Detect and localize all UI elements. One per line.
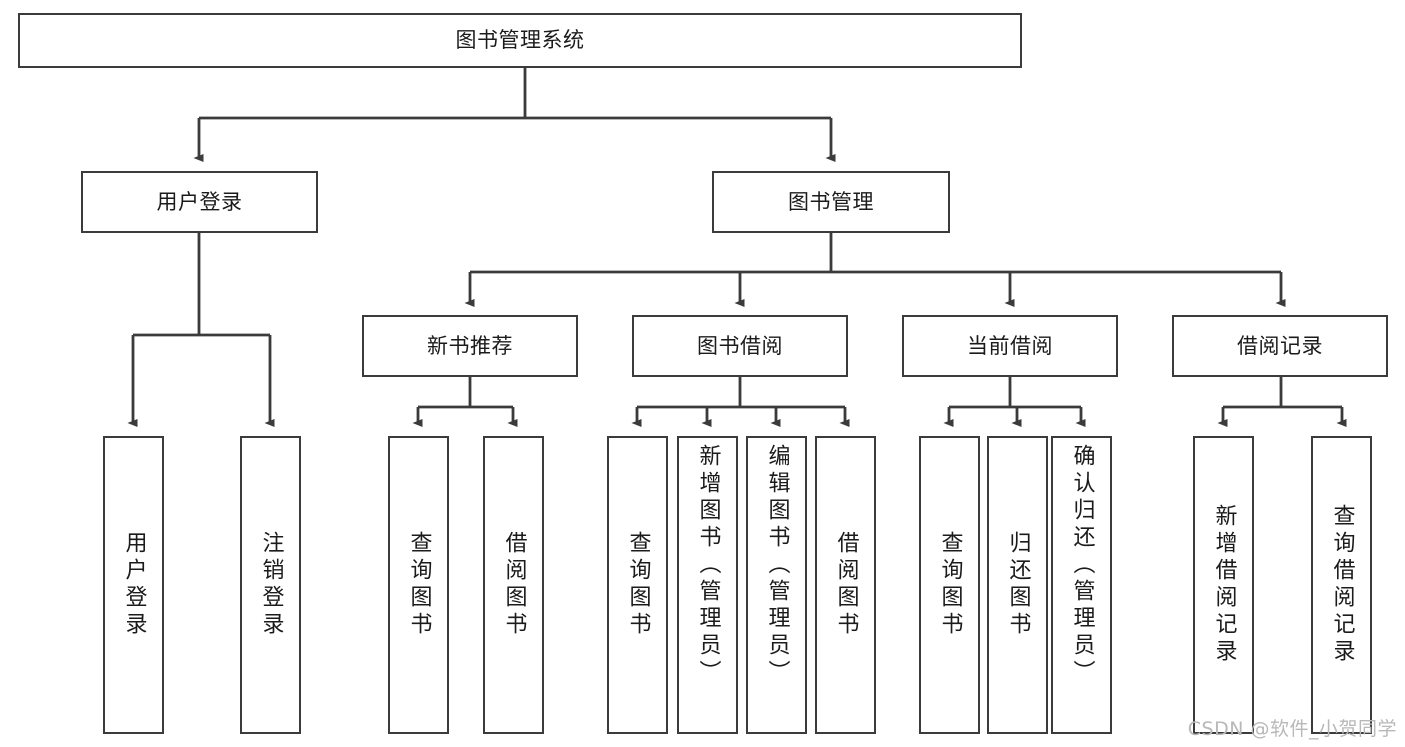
node-label: 新增图书（管理员）	[695, 444, 721, 687]
node-label: 查询图书	[625, 531, 651, 639]
node-label: 编辑图书（管理员）	[764, 444, 790, 687]
node-leaf-edit-book[interactable]: 编辑图书（管理员）	[746, 436, 807, 734]
node-label: 新书推荐	[427, 333, 513, 358]
node-label: 图书管理	[788, 189, 874, 214]
node-label: 查询图书	[406, 531, 432, 639]
node-label: 查询图书	[937, 531, 963, 639]
node-leaf-query-book-2[interactable]: 查询图书	[607, 436, 668, 734]
node-current-borrow[interactable]: 当前借阅	[902, 315, 1118, 377]
node-leaf-user-logout[interactable]: 注销登录	[240, 436, 301, 734]
node-label: 当前借阅	[967, 333, 1053, 358]
node-borrow-record[interactable]: 借阅记录	[1172, 315, 1388, 377]
node-label: 图书管理系统	[455, 28, 585, 53]
node-leaf-borrow-book-1[interactable]: 借阅图书	[483, 436, 544, 734]
node-new-book-recommend[interactable]: 新书推荐	[362, 315, 578, 377]
node-label: 用户登录	[156, 189, 243, 214]
node-leaf-query-book-3[interactable]: 查询图书	[919, 436, 980, 734]
node-label: 借阅记录	[1237, 333, 1323, 358]
node-label: 确认归还（管理员）	[1069, 444, 1095, 687]
node-label: 图书借阅	[697, 333, 783, 358]
node-label: 新增借阅记录	[1211, 504, 1237, 666]
node-leaf-add-book[interactable]: 新增图书（管理员）	[677, 436, 738, 734]
node-leaf-query-book-1[interactable]: 查询图书	[388, 436, 449, 734]
node-leaf-add-record[interactable]: 新增借阅记录	[1193, 436, 1254, 734]
node-leaf-query-record[interactable]: 查询借阅记录	[1311, 436, 1372, 734]
node-leaf-borrow-book-2[interactable]: 借阅图书	[815, 436, 876, 734]
node-leaf-user-login[interactable]: 用户登录	[103, 436, 164, 734]
node-root-system[interactable]: 图书管理系统	[18, 13, 1022, 68]
node-user-login[interactable]: 用户登录	[81, 171, 318, 233]
node-leaf-return-book[interactable]: 归还图书	[987, 436, 1048, 734]
node-label: 注销登录	[258, 531, 284, 639]
node-leaf-confirm-return[interactable]: 确认归还（管理员）	[1051, 436, 1112, 734]
node-label: 借阅图书	[501, 531, 527, 639]
node-label: 用户登录	[121, 531, 147, 639]
node-book-manage[interactable]: 图书管理	[712, 171, 950, 233]
csdn-watermark: CSDN @软件_小贺同学	[1187, 718, 1397, 740]
node-label: 查询借阅记录	[1329, 504, 1355, 666]
node-label: 归还图书	[1005, 531, 1031, 639]
node-book-borrow[interactable]: 图书借阅	[632, 315, 848, 377]
node-label: 借阅图书	[833, 531, 859, 639]
